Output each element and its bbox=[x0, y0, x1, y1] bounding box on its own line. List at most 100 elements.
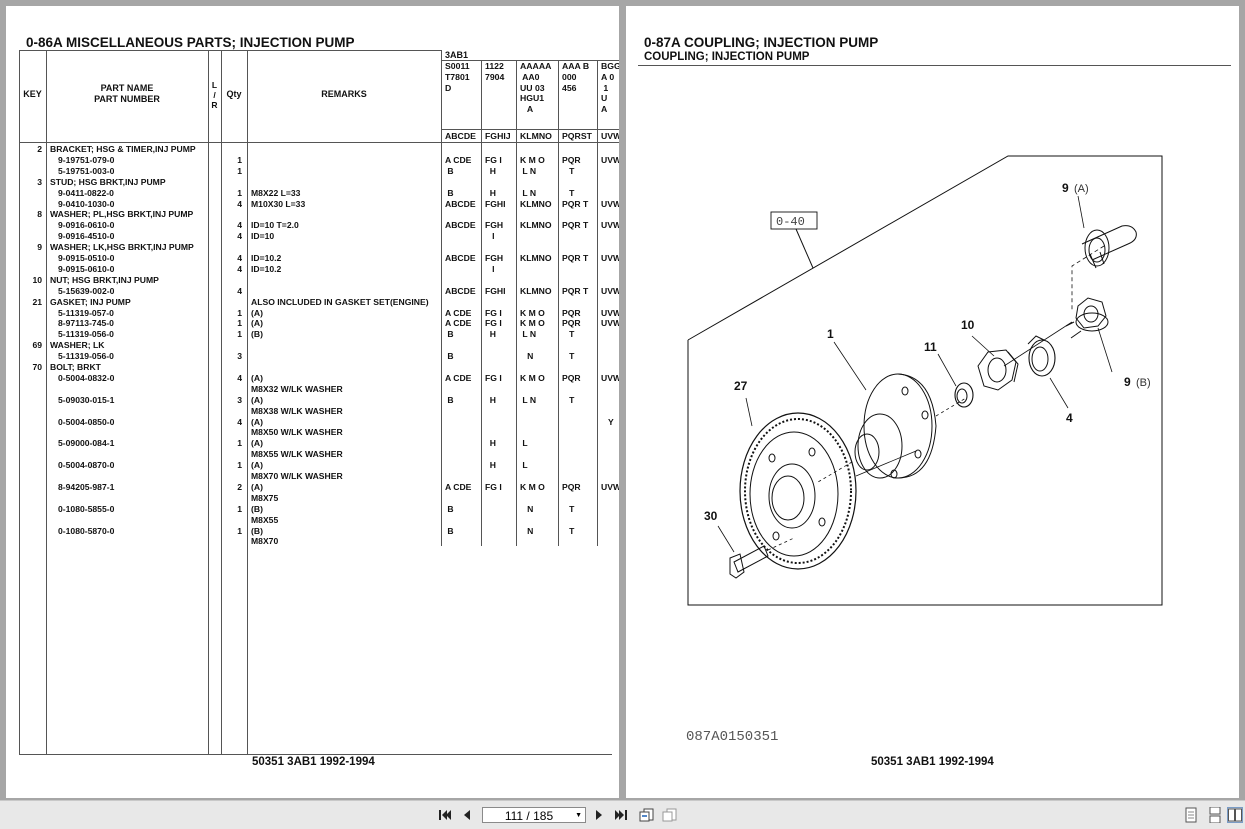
qty-cell: 3 bbox=[237, 394, 242, 405]
remarks-cell: (B) bbox=[251, 329, 263, 340]
model-applicability-cell: UVW bbox=[601, 253, 619, 263]
key-header: KEY bbox=[23, 89, 42, 99]
model-code-column: AAAAA AA0 UU 03 HGU1 A bbox=[520, 61, 552, 115]
remarks-cell: (A) bbox=[251, 307, 263, 318]
last-page-icon[interactable] bbox=[613, 807, 629, 823]
model-applicability-cell: H bbox=[485, 460, 496, 471]
nut-10-part bbox=[977, 349, 1019, 391]
table-row: M8X38 W/LK WASHER bbox=[19, 406, 619, 417]
model-applicability-cell: PQR bbox=[562, 318, 581, 329]
model-code-column: S0011 T7801 D bbox=[445, 61, 470, 93]
page-number-select[interactable]: 111 / 185 ▼ bbox=[482, 807, 586, 823]
model-applicability-cell: PQR bbox=[562, 307, 581, 318]
navigate-back-icon[interactable] bbox=[639, 807, 655, 823]
next-page-icon[interactable] bbox=[591, 807, 607, 823]
model-applicability-cell: A CDE bbox=[445, 154, 472, 165]
two-page-view-icon[interactable] bbox=[1227, 807, 1243, 823]
remarks-cell: ALSO INCLUDED IN GASKET SET(ENGINE) bbox=[251, 296, 429, 307]
exploded-view-diagram: 9 9 1 10 11 27 4 30 (A) (B) 0-40 087A015… bbox=[686, 155, 1163, 745]
model-letters: KLMNO bbox=[520, 131, 552, 141]
key-cell: 69 bbox=[32, 340, 42, 351]
callout-9a-suffix: (A) bbox=[1074, 183, 1089, 195]
remarks-cell: M8X55 W/LK WASHER bbox=[251, 449, 343, 460]
continuous-view-icon[interactable] bbox=[1207, 807, 1223, 823]
single-page-view-icon[interactable] bbox=[1183, 807, 1199, 823]
model-applicability-cell: L N bbox=[520, 187, 537, 198]
model-applicability-cell: PQR T bbox=[562, 253, 589, 263]
model-applicability-cell: PQR T bbox=[562, 198, 589, 209]
part-number-cell: 5-19751-003-0 bbox=[58, 165, 115, 176]
model-applicability-cell: Y bbox=[601, 416, 614, 427]
first-page-icon[interactable] bbox=[437, 807, 453, 823]
page-indicator: 111 / 185 bbox=[504, 809, 554, 823]
table-row: M8X50 W/LK WASHER bbox=[19, 427, 619, 438]
part-number-cell: 5-11319-057-0 bbox=[58, 307, 114, 318]
callout-30: 30 bbox=[704, 509, 718, 523]
remarks-cell: M8X70 W/LK WASHER bbox=[251, 471, 343, 481]
qty-cell: 2 bbox=[237, 481, 242, 492]
table-row: M8X32 W/LK WASHER bbox=[19, 384, 619, 395]
remarks-cell: (B) bbox=[251, 503, 263, 514]
model-applicability-cell: B bbox=[445, 503, 454, 514]
model-applicability-cell: T bbox=[562, 187, 575, 198]
model-applicability-cell: K M O bbox=[520, 372, 545, 383]
qty-cell: 4 bbox=[237, 416, 242, 427]
table-row: M8X55 bbox=[19, 515, 619, 526]
remarks-cell: (A) bbox=[251, 416, 263, 427]
remarks-cell: M8X32 W/LK WASHER bbox=[251, 383, 343, 394]
model-applicability-cell: H bbox=[485, 187, 496, 198]
navigate-forward-icon[interactable] bbox=[662, 807, 678, 823]
bolt-30-part bbox=[729, 537, 795, 579]
model-applicability-cell: A CDE bbox=[445, 372, 472, 383]
lr-header: L / R bbox=[211, 80, 218, 110]
remarks-cell: (A) bbox=[251, 318, 263, 329]
model-applicability-cell: T bbox=[562, 394, 575, 405]
model-code-column: AAA B 000 456 bbox=[562, 61, 590, 93]
page-footer: 50351 3AB1 1992-1994 bbox=[252, 756, 375, 768]
callout-9a: 9 bbox=[1062, 181, 1069, 195]
page-footer: 50351 3AB1 1992-1994 bbox=[871, 756, 994, 768]
model-applicability-cell: K M O bbox=[520, 318, 545, 329]
model-applicability-cell: FG I bbox=[485, 318, 502, 329]
model-applicability-cell: L bbox=[520, 438, 528, 449]
part-number-cell: 5-09000-084-1 bbox=[58, 438, 115, 449]
qty-cell: 1 bbox=[237, 525, 242, 536]
table-row: M8X70 bbox=[19, 536, 619, 547]
page-title: 0-86A MISCELLANEOUS PARTS; INJECTION PUM… bbox=[26, 35, 355, 50]
model-applicability-cell: PQR T bbox=[562, 220, 589, 231]
qty-cell: 1 bbox=[237, 460, 242, 471]
part-number-cell: 0-1080-5870-0 bbox=[58, 525, 115, 536]
model-header: 3AB1 bbox=[445, 50, 469, 60]
model-applicability-cell: B bbox=[445, 525, 454, 536]
remarks-cell: (B) bbox=[251, 525, 263, 536]
model-applicability-cell: FGH bbox=[485, 220, 504, 231]
model-applicability-cell: KLMNO bbox=[520, 253, 552, 263]
model-applicability-cell: ABCDE bbox=[445, 285, 476, 296]
qty-cell: 4 bbox=[237, 198, 242, 209]
remarks-cell: M8X55 bbox=[251, 514, 279, 525]
previous-page-icon[interactable] bbox=[459, 807, 475, 823]
model-applicability-cell: A CDE bbox=[445, 318, 472, 329]
model-applicability-cell: H bbox=[485, 438, 496, 449]
remarks-cell: ID=10.2 bbox=[251, 253, 282, 263]
model-applicability-cell: B bbox=[445, 187, 454, 198]
diagram-frame bbox=[687, 155, 1163, 606]
part-name-header: PART NAME bbox=[100, 83, 154, 93]
model-code-column: 1122 7904 bbox=[485, 61, 505, 82]
model-applicability-cell: UVW bbox=[601, 154, 619, 165]
table-row: M8X55 W/LK WASHER bbox=[19, 449, 619, 460]
part-number-cell: 9-0916-0610-0 bbox=[58, 220, 115, 231]
key-cell: 10 bbox=[32, 274, 42, 285]
key-cell: 2 bbox=[37, 144, 42, 154]
part-number-cell: 9-0410-1030-0 bbox=[58, 198, 115, 209]
remarks-cell: M8X38 W/LK WASHER bbox=[251, 405, 343, 416]
part-name-cell: NUT; HSG BRKT,INJ PUMP bbox=[50, 274, 159, 285]
model-applicability-cell: K M O bbox=[520, 154, 545, 165]
